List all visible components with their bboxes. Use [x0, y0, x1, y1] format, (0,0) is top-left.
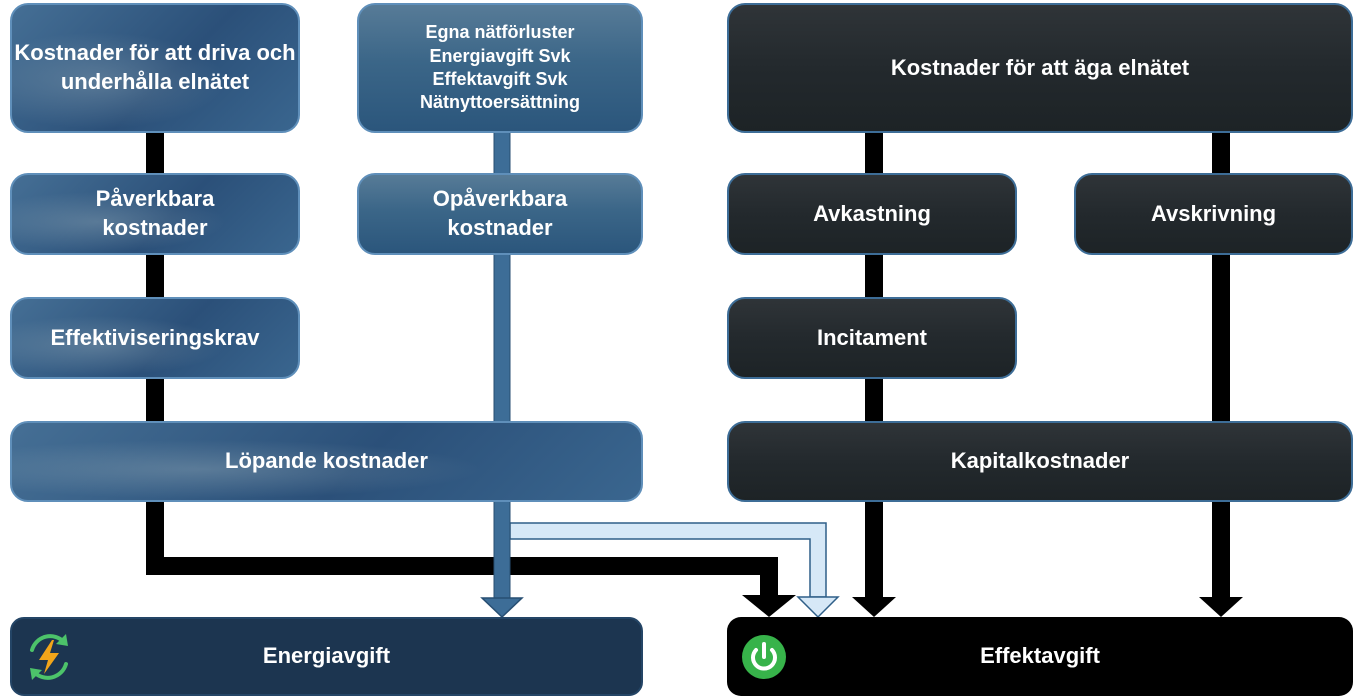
- box-driva-underhalla: Kostnader för att driva och underhålla e…: [10, 3, 300, 133]
- connector-opaverkbara-lopande: [493, 252, 511, 424]
- box-opaverkbara: Opåverkbara kostnader: [357, 173, 643, 255]
- box-avskrivning: Avskrivning: [1074, 173, 1353, 255]
- box-lopande: Löpande kostnader: [10, 421, 643, 502]
- box-incitament: Incitament: [727, 297, 1017, 379]
- box-incitament-label: Incitament: [816, 324, 928, 350]
- connector-aga-avkastning: [865, 130, 883, 176]
- box-pass-through-costs: Egna nätförluster Energiavgift Svk Effek…: [357, 3, 643, 133]
- connector-aga-avskrivning: [1212, 130, 1230, 176]
- lightning-refresh-icon: [30, 634, 68, 680]
- connector-kapital-effektavgift-2: [1212, 500, 1230, 597]
- box-avkastning: Avkastning: [727, 173, 1017, 255]
- connector-kapital-effektavgift: [865, 500, 883, 597]
- box-energiavgift-label: Energiavgift: [262, 643, 391, 669]
- arrowhead-avskrivning-effektavgift: [1199, 597, 1243, 617]
- arrowhead-lopande-effektavgift: [742, 595, 796, 617]
- arrowhead-opaverkbara-effektavgift: [796, 596, 840, 619]
- box-paverkbara-label: Påverkbara kostnader: [95, 186, 215, 240]
- box-avkastning-label: Avkastning: [813, 200, 931, 226]
- box-aga-elnatet: Kostnader för att äga elnätet: [727, 3, 1353, 133]
- box-lopande-label: Löpande kostnader: [225, 448, 428, 474]
- box-driva-underhalla-label: Kostnader för att driva och underhålla e…: [14, 40, 296, 94]
- pass-through-item: Effektavgift Svk: [432, 69, 568, 89]
- box-effektavgift: Effektavgift: [727, 617, 1353, 696]
- pass-through-item: Egna nätförluster: [425, 22, 575, 43]
- connector-avskrivning-kapital: [1212, 253, 1230, 423]
- box-opaverkbara-label: Opåverkbara kostnader: [432, 186, 568, 240]
- box-effektivisering-label: Effektiviseringskrav: [50, 324, 260, 350]
- power-button-icon: [742, 635, 786, 679]
- arrowhead-kapital-effektavgift: [852, 597, 896, 617]
- box-aga-elnatet-label: Kostnader för att äga elnätet: [890, 54, 1190, 80]
- connector-avkastning-incitament: [865, 253, 883, 299]
- connector-lopande-energiavgift: [493, 499, 511, 599]
- arrowhead-energiavgift: [480, 597, 524, 619]
- box-effektavgift-label: Effektavgift: [980, 643, 1100, 669]
- connector-pass-opaverkbara: [493, 129, 511, 176]
- box-energiavgift: Energiavgift: [10, 617, 643, 696]
- connector-incitament-kapital: [865, 378, 883, 423]
- pass-through-item: Energiavgift Svk: [429, 45, 571, 66]
- box-avskrivning-label: Avskrivning: [1150, 200, 1277, 226]
- box-kapitalkostnader: Kapitalkostnader: [727, 421, 1353, 502]
- box-effektivisering: Effektiviseringskrav: [10, 297, 300, 379]
- box-kapitalkostnader-label: Kapitalkostnader: [950, 448, 1130, 474]
- box-paverkbara: Påverkbara kostnader: [10, 173, 300, 255]
- pass-through-item: Nätnyttoersättning: [419, 92, 580, 113]
- connector-lopande-effektavgift: [146, 500, 778, 595]
